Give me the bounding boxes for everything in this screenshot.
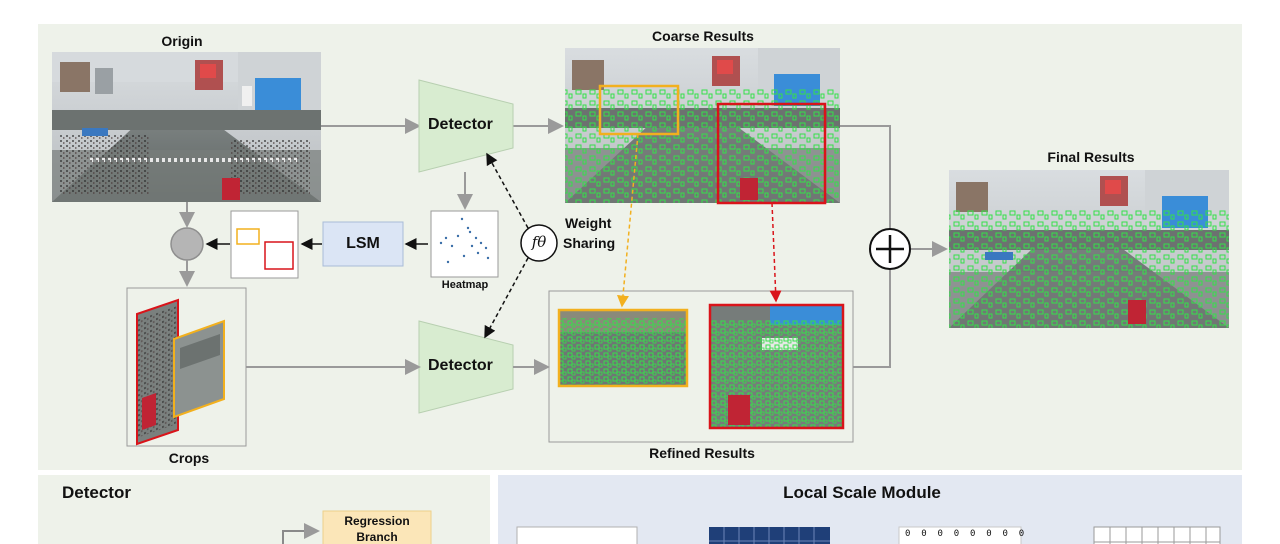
regression-branch-block [322, 510, 432, 544]
refined-crop-yellow [557, 308, 689, 388]
f-theta-label: fθ [531, 233, 547, 251]
refined-results-label: Refined Results [649, 445, 755, 461]
origin-image [52, 52, 321, 202]
weight-sharing-line2: Sharing [563, 235, 616, 251]
detector-panel-title: Detector [62, 483, 131, 502]
crops-image [126, 287, 247, 447]
refined-results-frame [548, 290, 854, 443]
f-theta-node [520, 224, 558, 262]
weight-sharing-line1: Weight [565, 215, 612, 231]
final-results-label: Final Results [1047, 149, 1135, 165]
coarse-crop-yellow [598, 84, 680, 136]
lsm-output-grid [1093, 526, 1221, 544]
crops-label: Crops [168, 450, 210, 466]
origin-label: Origin [161, 33, 203, 49]
lsm-binary-map [898, 526, 1022, 544]
detector-top-block [418, 79, 514, 173]
lsm-block [322, 221, 404, 267]
crop-regions-indicator [230, 210, 299, 279]
detector-bottom-label: Detector [428, 357, 493, 374]
coarse-results-image [565, 48, 840, 205]
lsm-zeros-row: 0 0 0 0 0 0 0 0 [905, 529, 1025, 539]
detector-top-label: Detector [428, 116, 493, 133]
detector-bottom-block [418, 320, 514, 414]
lsm-feature-grid [709, 527, 830, 544]
lsm-label: LSM [346, 235, 380, 252]
lsm-panel-title: Local Scale Module [783, 483, 941, 502]
final-results-image [949, 170, 1229, 328]
heatmap-label: Heatmap [441, 279, 489, 291]
regression-branch-line2: Branch [356, 530, 398, 544]
crop-operation-node [170, 227, 204, 261]
regression-branch-line1: Regression [344, 514, 410, 528]
refined-crop-red [708, 303, 845, 430]
fusion-add-icon [869, 228, 911, 270]
coarse-crop-red [716, 102, 827, 205]
coarse-results-label: Coarse Results [652, 28, 754, 44]
heatmap-image [430, 210, 499, 278]
lsm-input-map [516, 526, 638, 544]
